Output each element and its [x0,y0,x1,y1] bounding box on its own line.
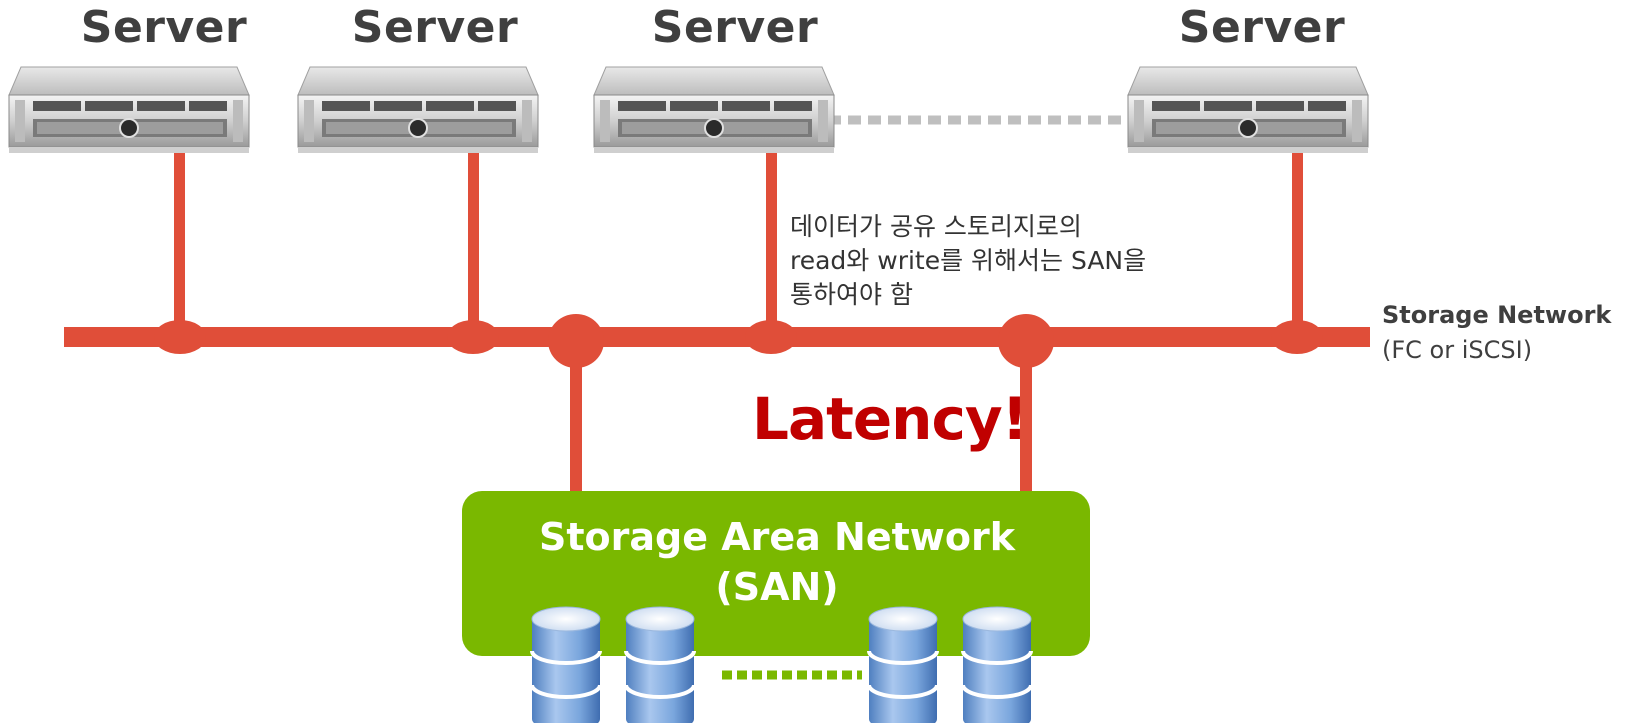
junction-san-right [998,314,1054,368]
rack-server-icon [297,66,539,154]
database-disk-icon [867,605,939,723]
san-title-line-1: Storage Area Network [539,515,1015,559]
san-link-right [1020,345,1032,495]
san-link-left [570,345,582,495]
note-line-1: 데이터가 공유 스토리지로의 [790,212,1082,241]
rack-server-icon [1127,66,1369,154]
junction-san-left [548,314,604,368]
rack-server-icon [8,66,250,154]
server-label: Server [651,2,819,53]
database-disk-icon [961,605,1033,723]
storage-network-bus [64,327,1370,347]
server-link-2 [468,150,479,335]
server-label: Server [1178,2,1346,53]
database-disk-icon [530,605,602,723]
server-links [174,150,1303,335]
junction-server-1 [154,320,206,354]
server-label: Server [351,2,519,53]
server-label: Server [80,2,248,53]
note-text: 데이터가 공유 스토리지로의 read와 write를 위해서는 SAN을 통하… [790,210,1230,312]
storage-network-subtitle: (FC or iSCSI) [1382,336,1533,364]
server-link-4 [1292,150,1303,335]
storage-network-title: Storage Network [1382,301,1612,329]
rack-server-icon [593,66,835,154]
junction-server-3 [745,320,797,354]
junction-server-2 [447,320,499,354]
junction-server-4 [1271,320,1323,354]
san-links [570,345,1032,495]
latency-label: Latency! [752,385,1028,453]
server-link-3 [766,150,777,335]
note-line-2: read와 write를 위해서는 SAN을 [790,246,1147,275]
server-link-1 [174,150,185,335]
bus-junctions [154,314,1323,368]
san-title: Storage Area Network (SAN) [462,512,1092,612]
note-line-3: 통하여야 함 [790,280,913,309]
database-disk-icon [624,605,696,723]
san-title-line-2: (SAN) [715,565,839,609]
